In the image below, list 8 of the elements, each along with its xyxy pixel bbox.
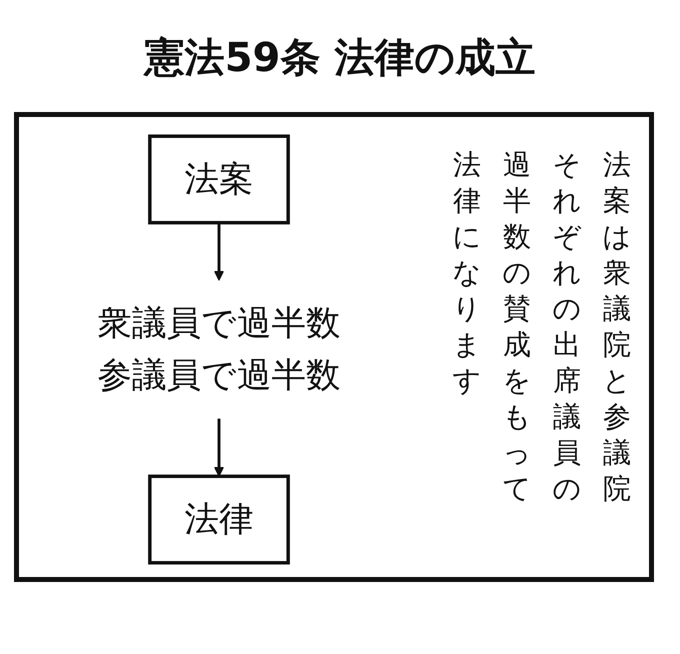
arrow [214,418,224,477]
arrow [214,222,224,281]
diagram-title: 憲法59条 法律の成立 [142,34,536,83]
node-box [148,134,290,224]
node-box [148,474,290,564]
panel-frame: 法案 衆議員で過半数 参議員で過半数 法律 法案は衆議院と参議院それぞれの出席議員の過半数の賛成をもって法律になります [14,112,654,582]
note-text: 法案は衆議院と参議院それぞれの出席議員の過半数の賛成をもって法律になります [452,147,632,507]
node-text: 衆議員で過半数 参議員で過半数 [97,303,341,396]
